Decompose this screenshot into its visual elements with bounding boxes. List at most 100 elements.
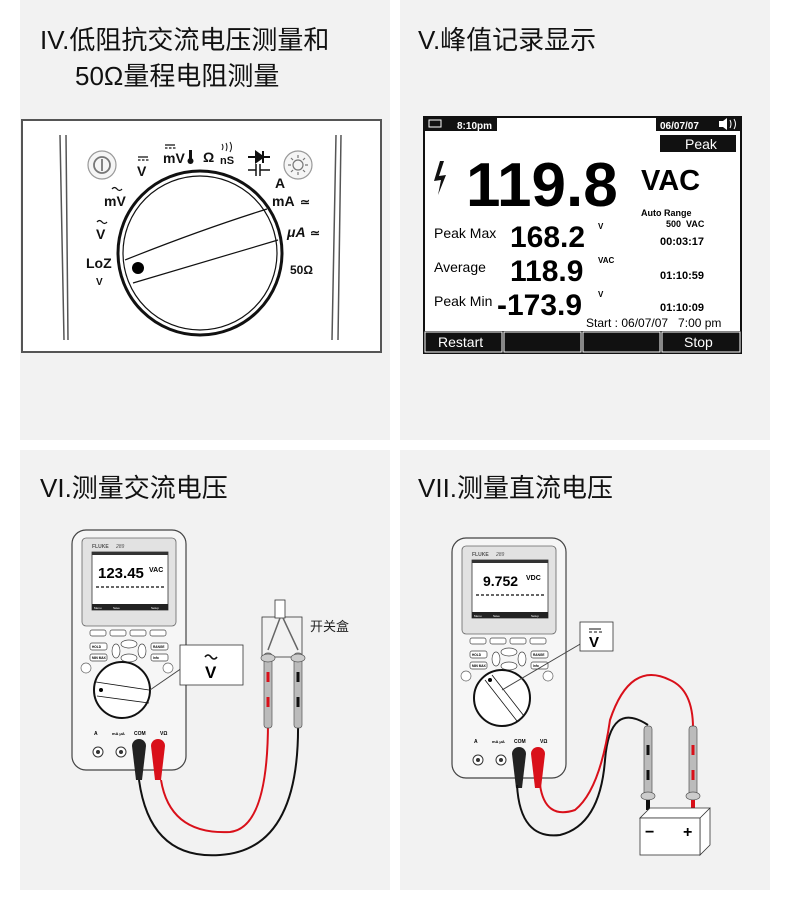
backlight-icon bbox=[283, 150, 313, 180]
jack-label-a: A bbox=[474, 739, 478, 745]
meter-softkey-label: Save bbox=[113, 606, 120, 610]
meter-screen bbox=[91, 551, 169, 611]
dial-label-mv-ac: mV bbox=[104, 193, 126, 209]
panel-title-line2: 50Ω量程电阻测量 bbox=[75, 61, 280, 91]
ac-voltage-callout bbox=[179, 644, 244, 686]
ac-dc-icon: ≃ bbox=[310, 226, 320, 240]
jack-label-ma: mA μA bbox=[112, 731, 125, 736]
meter-key bbox=[530, 661, 549, 670]
function-key bbox=[529, 637, 547, 645]
meter-softkey-label: Save bbox=[493, 614, 500, 618]
row-value: 118.9 bbox=[510, 255, 583, 288]
test-probe bbox=[688, 725, 698, 799]
softkey-1[interactable]: Restart bbox=[424, 331, 503, 353]
row-time: 00:03:17 bbox=[660, 236, 704, 248]
ac-symbol-icon bbox=[111, 186, 123, 192]
dial-label-ns: nS bbox=[220, 155, 234, 167]
dial-label-v-dc: V bbox=[137, 163, 147, 179]
dc-symbol-icon bbox=[138, 156, 149, 161]
model-number: 289 bbox=[115, 544, 125, 550]
dial-label-loz-v: V bbox=[96, 277, 103, 288]
dial-label-v-ac: V bbox=[96, 226, 106, 242]
meter-screen bbox=[471, 559, 549, 619]
ac-symbol-icon bbox=[96, 219, 108, 225]
diode-capacitor-icon bbox=[248, 150, 270, 176]
meter-key-label: Info bbox=[153, 656, 159, 660]
dial-label-ohm: Ω bbox=[203, 149, 214, 165]
dial-label-ma: mA bbox=[272, 193, 295, 209]
dial-label-ua: μA bbox=[286, 224, 306, 240]
meter-softkey-label: Setup bbox=[531, 614, 539, 618]
jack-label-v: VΩ bbox=[540, 739, 547, 745]
battery-plus: + bbox=[683, 824, 692, 841]
function-key bbox=[489, 637, 507, 645]
battery-minus: − bbox=[645, 824, 654, 841]
function-key bbox=[509, 637, 527, 645]
dial-pointer-dot bbox=[132, 262, 144, 274]
meter-key bbox=[89, 642, 108, 651]
panel-title: VI.测量交流电压 bbox=[40, 473, 228, 503]
test-probe bbox=[293, 652, 303, 729]
meter-key bbox=[530, 650, 549, 659]
softkey-3[interactable] bbox=[582, 331, 661, 353]
meter-reading: 9.752 bbox=[483, 573, 518, 589]
panel-title: V.峰值记录显示 bbox=[418, 25, 597, 55]
peak-display-screen: 8:10pm 06/07/07 Peak 119.8 VAC Auto Rang… bbox=[423, 116, 742, 354]
switch-box-label: 开关盒 bbox=[310, 619, 349, 634]
model-number: 289 bbox=[495, 552, 505, 558]
power-icon bbox=[80, 662, 92, 674]
nav-up-key bbox=[120, 639, 138, 649]
range-value: 500 VAC bbox=[666, 219, 705, 229]
power-icon bbox=[460, 670, 472, 682]
meter-key-label: RANGE bbox=[533, 653, 545, 657]
battery-icon bbox=[428, 119, 442, 128]
function-key bbox=[109, 629, 127, 637]
meter-key-label: HOLD bbox=[92, 645, 102, 649]
function-key bbox=[149, 629, 167, 637]
meter-key bbox=[469, 650, 488, 659]
dc-symbol-icon bbox=[165, 144, 176, 149]
row-value: 168.2 bbox=[510, 221, 585, 254]
row-unit: V bbox=[598, 222, 604, 231]
meter-softkey-label: Menu bbox=[474, 614, 482, 618]
dial-label-mv-dc: mV bbox=[163, 150, 185, 166]
meter-key bbox=[469, 661, 488, 670]
meter-softkey-label: Setup bbox=[151, 606, 159, 610]
screen-date: 06/07/07 bbox=[660, 121, 699, 132]
jack-label-com: COM bbox=[514, 739, 526, 745]
black-test-lead bbox=[138, 721, 300, 857]
jack-label-a: A bbox=[94, 731, 98, 737]
jack-label-v: VΩ bbox=[160, 731, 167, 737]
meter-softkey-label: Menu bbox=[94, 606, 102, 610]
softkey-2[interactable] bbox=[503, 331, 582, 353]
ac-dc-icon: ≃ bbox=[300, 195, 310, 209]
black-test-lead bbox=[516, 716, 649, 837]
rotary-dial-illustration: V mV Ω nS mV V LoZ V A mA bbox=[21, 119, 382, 353]
nav-left-key bbox=[111, 643, 121, 659]
softkey-4[interactable]: Stop bbox=[661, 331, 741, 353]
speaker-icon bbox=[719, 118, 736, 130]
row-unit: VAC bbox=[598, 256, 615, 265]
main-reading: 119.8 bbox=[466, 151, 618, 220]
meter-reading: 123.45 bbox=[98, 565, 144, 582]
row-time: 01:10:59 bbox=[660, 270, 704, 282]
main-unit: VAC bbox=[641, 165, 700, 197]
red-test-lead bbox=[160, 721, 269, 834]
nav-right-key bbox=[137, 643, 147, 659]
backlight-icon bbox=[542, 670, 554, 682]
switch-box bbox=[261, 616, 303, 658]
row-label: Peak Min bbox=[434, 293, 492, 309]
panel-title: IV.低阻抗交流电压测量和 bbox=[40, 25, 330, 55]
jack-label-com: COM bbox=[134, 731, 146, 737]
start-time: Start : 06/07/07 7:00 pm bbox=[586, 316, 721, 330]
clock-time: 8:10pm bbox=[457, 121, 492, 132]
meter-key-label: MIN MAX bbox=[472, 664, 487, 668]
meter-key bbox=[89, 653, 108, 662]
thermometer-icon bbox=[189, 150, 192, 160]
jack-label-ma: mA μA bbox=[492, 739, 505, 744]
nav-right-key bbox=[517, 651, 527, 667]
dc-voltage-callout bbox=[579, 621, 614, 652]
